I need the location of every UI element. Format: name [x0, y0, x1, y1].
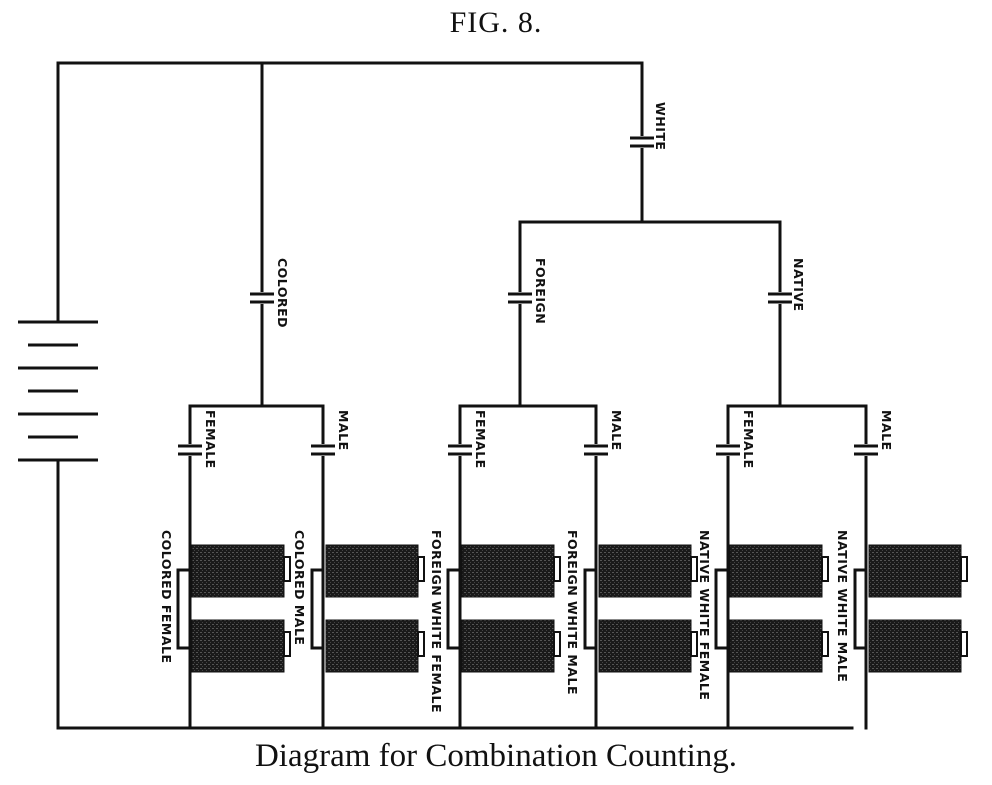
switch-layer: WHITE COLORED FOREIGN NATIVE — [246, 102, 806, 328]
colored-switch: COLORED — [246, 258, 290, 328]
colored-switch-label: COLORED — [275, 258, 290, 328]
figure-title: FIG. 8. — [449, 6, 543, 39]
native-female-switch: FEMALE — [712, 410, 756, 469]
colored-female-switch-label: FEMALE — [203, 410, 218, 469]
native-female-coil-top — [729, 544, 829, 598]
foreign-female-switch: FEMALE — [444, 410, 488, 469]
native-female-counter-label: NATIVE WHITE FEMALE — [697, 530, 712, 700]
colored-group: FEMALE MALE COLORED FEMALE COLORED MALE — [159, 404, 425, 730]
colored-female-switch: FEMALE — [174, 410, 218, 469]
native-male-switch: MALE — [850, 410, 894, 456]
foreign-male-counter: FOREIGN WHITE MALE — [565, 530, 698, 695]
native-female-switch-label: FEMALE — [741, 410, 756, 469]
colored-male-switch-label: MALE — [336, 410, 351, 451]
native-female-coil-bottom — [729, 619, 829, 673]
foreign-male-coil-top — [598, 544, 698, 598]
native-switch-label: NATIVE — [791, 258, 806, 312]
foreign-female-coil-bottom — [461, 619, 561, 673]
native-group: FEMALE MALE NATIVE WHITE FEMALE NATIVE WHIT… — [697, 404, 968, 730]
native-male-coil-bottom — [868, 619, 968, 673]
colored-male-counter-label: COLORED MALE — [292, 530, 307, 645]
foreign-male-switch: MALE — [580, 410, 624, 456]
foreign-female-coil-top — [461, 544, 561, 598]
colored-male-coil-top — [325, 544, 425, 598]
battery-icon — [18, 316, 98, 472]
native-male-counter-label: NATIVE WHITE MALE — [835, 530, 850, 682]
white-switch-label: WHITE — [653, 102, 668, 150]
native-male-counter: NATIVE WHITE MALE — [835, 530, 968, 682]
foreign-male-counter-label: FOREIGN WHITE MALE — [565, 530, 580, 695]
colored-male-counter: COLORED MALE — [292, 530, 425, 673]
colored-female-coil-top — [191, 544, 291, 598]
foreign-group: FEMALE MALE FOREIGN WHITE FEMALE FOREIGN WH… — [429, 404, 698, 730]
native-switch: NATIVE — [764, 258, 806, 312]
colored-female-counter-label: COLORED FEMALE — [159, 530, 174, 664]
native-female-counter: NATIVE WHITE FEMALE — [697, 530, 829, 700]
colored-male-coil-bottom — [325, 619, 425, 673]
foreign-female-counter-label: FOREIGN WHITE FEMALE — [429, 530, 444, 713]
colored-female-counter: COLORED FEMALE — [159, 530, 291, 673]
white-switch: WHITE — [626, 102, 668, 150]
foreign-female-counter: FOREIGN WHITE FEMALE — [429, 530, 561, 713]
foreign-switch: FOREIGN — [504, 258, 548, 324]
colored-female-coil-bottom — [191, 619, 291, 673]
foreign-male-switch-label: MALE — [609, 410, 624, 451]
native-male-coil-top — [868, 544, 968, 598]
colored-male-switch: MALE — [307, 410, 351, 456]
foreign-switch-label: FOREIGN — [533, 258, 548, 324]
figure-caption: Diagram for Combination Counting. — [254, 738, 738, 774]
foreign-female-switch-label: FEMALE — [473, 410, 488, 469]
foreign-male-coil-bottom — [598, 619, 698, 673]
native-male-switch-label: MALE — [879, 410, 894, 451]
